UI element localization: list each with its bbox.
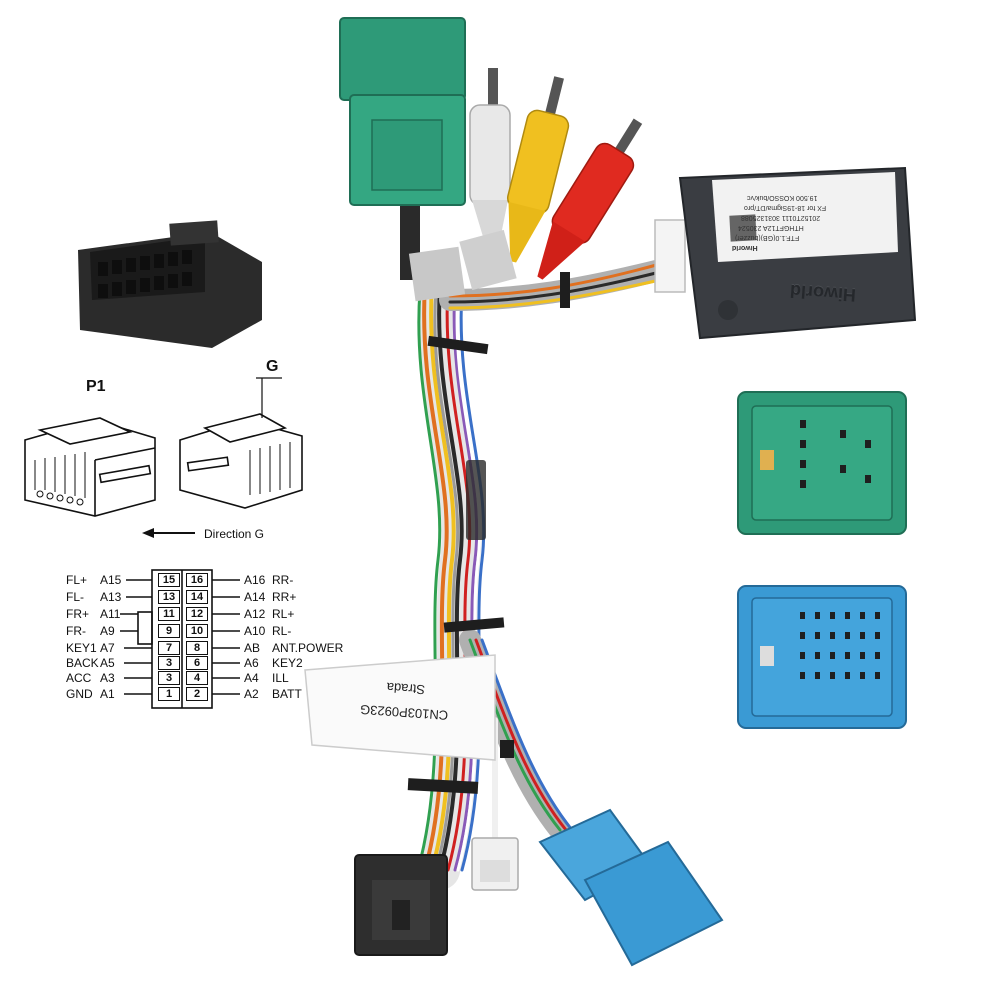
pin-left-name: FR+ (66, 607, 90, 621)
left-arrow-icon (142, 528, 195, 538)
pin-right-code: A16 (244, 573, 266, 587)
pin-right-code: A6 (244, 656, 259, 670)
pin-right-number: 2 (186, 687, 208, 701)
module-label-line: Hiworld (732, 244, 758, 251)
pin-right-name: RL- (272, 624, 292, 638)
pin-right-number: 12 (186, 607, 208, 621)
blue-socket-connector (737, 585, 907, 729)
rca-yellow-plug (506, 76, 570, 263)
pin-right-name: ANT.POWER (272, 641, 344, 655)
pin-left-number: 9 (158, 624, 180, 638)
pin-right-name: RR- (272, 573, 294, 587)
harness-label-sleeve (304, 654, 496, 761)
small-white-plug (471, 837, 519, 891)
pin-left-name: BACK (66, 656, 99, 670)
pin-left-code: A9 (100, 624, 115, 638)
pin-right-number: 4 (186, 671, 208, 685)
pin-right-code: AB (244, 641, 261, 655)
blue-plug-bottom (538, 808, 724, 967)
module-label-line: HTHGFT12A 230524 (738, 224, 804, 231)
pin-left-name: ACC (66, 671, 92, 685)
pin-right-name: ILL (272, 671, 289, 685)
direction-label: Direction G (204, 527, 265, 541)
pin-left-number: 3 (158, 656, 180, 670)
pin-left-code: A7 (100, 641, 115, 655)
pin-right-code: A14 (244, 590, 266, 604)
module-label-line: 19.500 KOSSO/buk/vc (747, 194, 818, 201)
pin-right-name: RR+ (272, 590, 297, 604)
pin-left-name: FR- (66, 624, 86, 638)
pin-left-name: KEY1 (66, 641, 97, 655)
pin-right-name: BATT (272, 687, 302, 701)
pin-left-number: 13 (158, 590, 180, 604)
pin-right-code: A2 (244, 687, 259, 701)
pin-right-number: 8 (186, 641, 208, 655)
module-label-line: FTF.1.0(GB)(buzzer) (735, 234, 800, 241)
pin-right-name: KEY2 (272, 656, 303, 670)
pin-left-code: A15 (100, 573, 122, 587)
pin-right-number: 14 (186, 590, 208, 604)
pin-left-code: A11 (100, 607, 121, 621)
pin-left-name: FL- (66, 590, 84, 604)
pin-left-code: A13 (100, 590, 122, 604)
p1-connector-drawing (24, 417, 156, 517)
module-label-line: 20152T0111 3031325088 (741, 214, 821, 221)
module-brand-print: Hiworld (789, 280, 857, 306)
module-label-line: FX for 18-19Sigma/DT/pro (744, 204, 827, 211)
pin-right-code: A4 (244, 671, 259, 685)
pinout-table-frame (120, 569, 240, 709)
pin-right-number: 10 (186, 624, 208, 638)
black-plug-bottom (354, 854, 448, 956)
g-connector-label: G (266, 358, 279, 375)
wire-bundle (407, 259, 671, 891)
pin-right-code: A12 (244, 607, 266, 621)
pin-left-number: 3 (158, 671, 180, 685)
pin-left-name: FL+ (66, 573, 88, 587)
pin-right-number: 6 (186, 656, 208, 670)
g-connector-drawing (179, 377, 303, 509)
rca-red-plug (537, 118, 643, 280)
pin-left-code: A5 (100, 656, 115, 670)
pin-right-name: RL+ (272, 607, 295, 621)
p1-connector-label: P1 (86, 378, 106, 395)
pin-left-number: 7 (158, 641, 180, 655)
pin-right-number: 16 (186, 573, 208, 587)
pin-left-number: 1 (158, 687, 180, 701)
black-16pin-connector (78, 220, 262, 348)
pin-left-number: 11 (158, 607, 180, 621)
green-socket-connector (737, 391, 907, 535)
canbus-decoder-module (654, 166, 917, 340)
wire-label-tags (408, 229, 517, 302)
green-connector-plug (339, 17, 466, 280)
pin-left-number: 15 (158, 573, 180, 587)
pin-right-code: A10 (244, 624, 266, 638)
pin-left-code: A1 (100, 687, 115, 701)
module-label-sticker: Hiworld FTF.1.0(GB)(buzzer) HTHGFT12A 2305… (722, 186, 892, 258)
pin-left-name: GND (66, 687, 93, 701)
pin-left-code: A3 (100, 671, 115, 685)
